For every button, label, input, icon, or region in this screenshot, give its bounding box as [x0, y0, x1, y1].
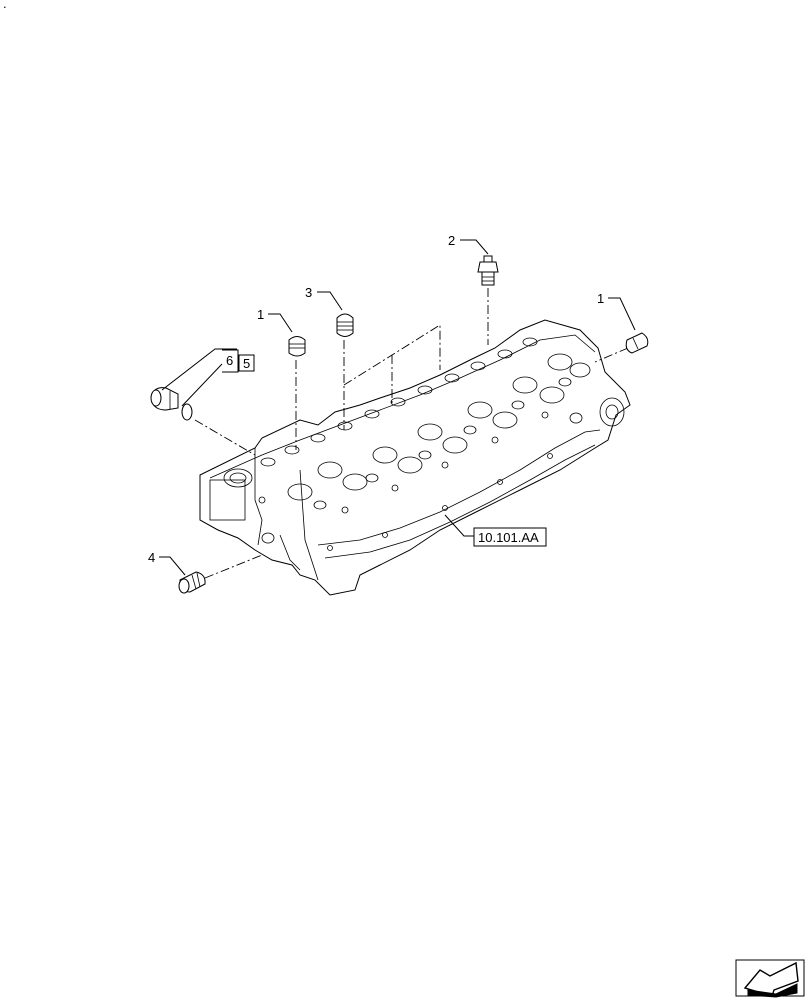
reference-box[interactable]: 10.101.AA [473, 527, 547, 547]
reference-label: 10.101.AA [478, 530, 539, 545]
part-4-plug [178, 571, 206, 594]
part-2-sensor [477, 255, 499, 286]
port-row [260, 337, 538, 467]
callout-4: 4 [148, 550, 155, 565]
part-3-plug [336, 313, 354, 337]
callout-6: 6 [226, 353, 233, 368]
part-5-o-ring [181, 403, 193, 421]
callout-2: 2 [448, 233, 455, 248]
corner-mark: . [3, 0, 7, 11]
part-1-left-plug [288, 336, 306, 357]
callout-1-right: 1 [597, 291, 604, 306]
part-1-right-plug [625, 332, 649, 354]
callout-3: 3 [305, 285, 312, 300]
arrow-left-icon[interactable] [735, 959, 805, 998]
callout-1-left: 1 [257, 307, 264, 322]
cylinder-head [199, 319, 631, 596]
callout-5: 5 [243, 356, 250, 371]
valve-pockets [287, 353, 591, 510]
assembly-lines [194, 288, 629, 579]
callout-6-group: 6 5 [222, 349, 255, 373]
leader-lines [159, 239, 636, 576]
part-6-plug [150, 387, 179, 411]
bolt-bosses [258, 411, 553, 551]
